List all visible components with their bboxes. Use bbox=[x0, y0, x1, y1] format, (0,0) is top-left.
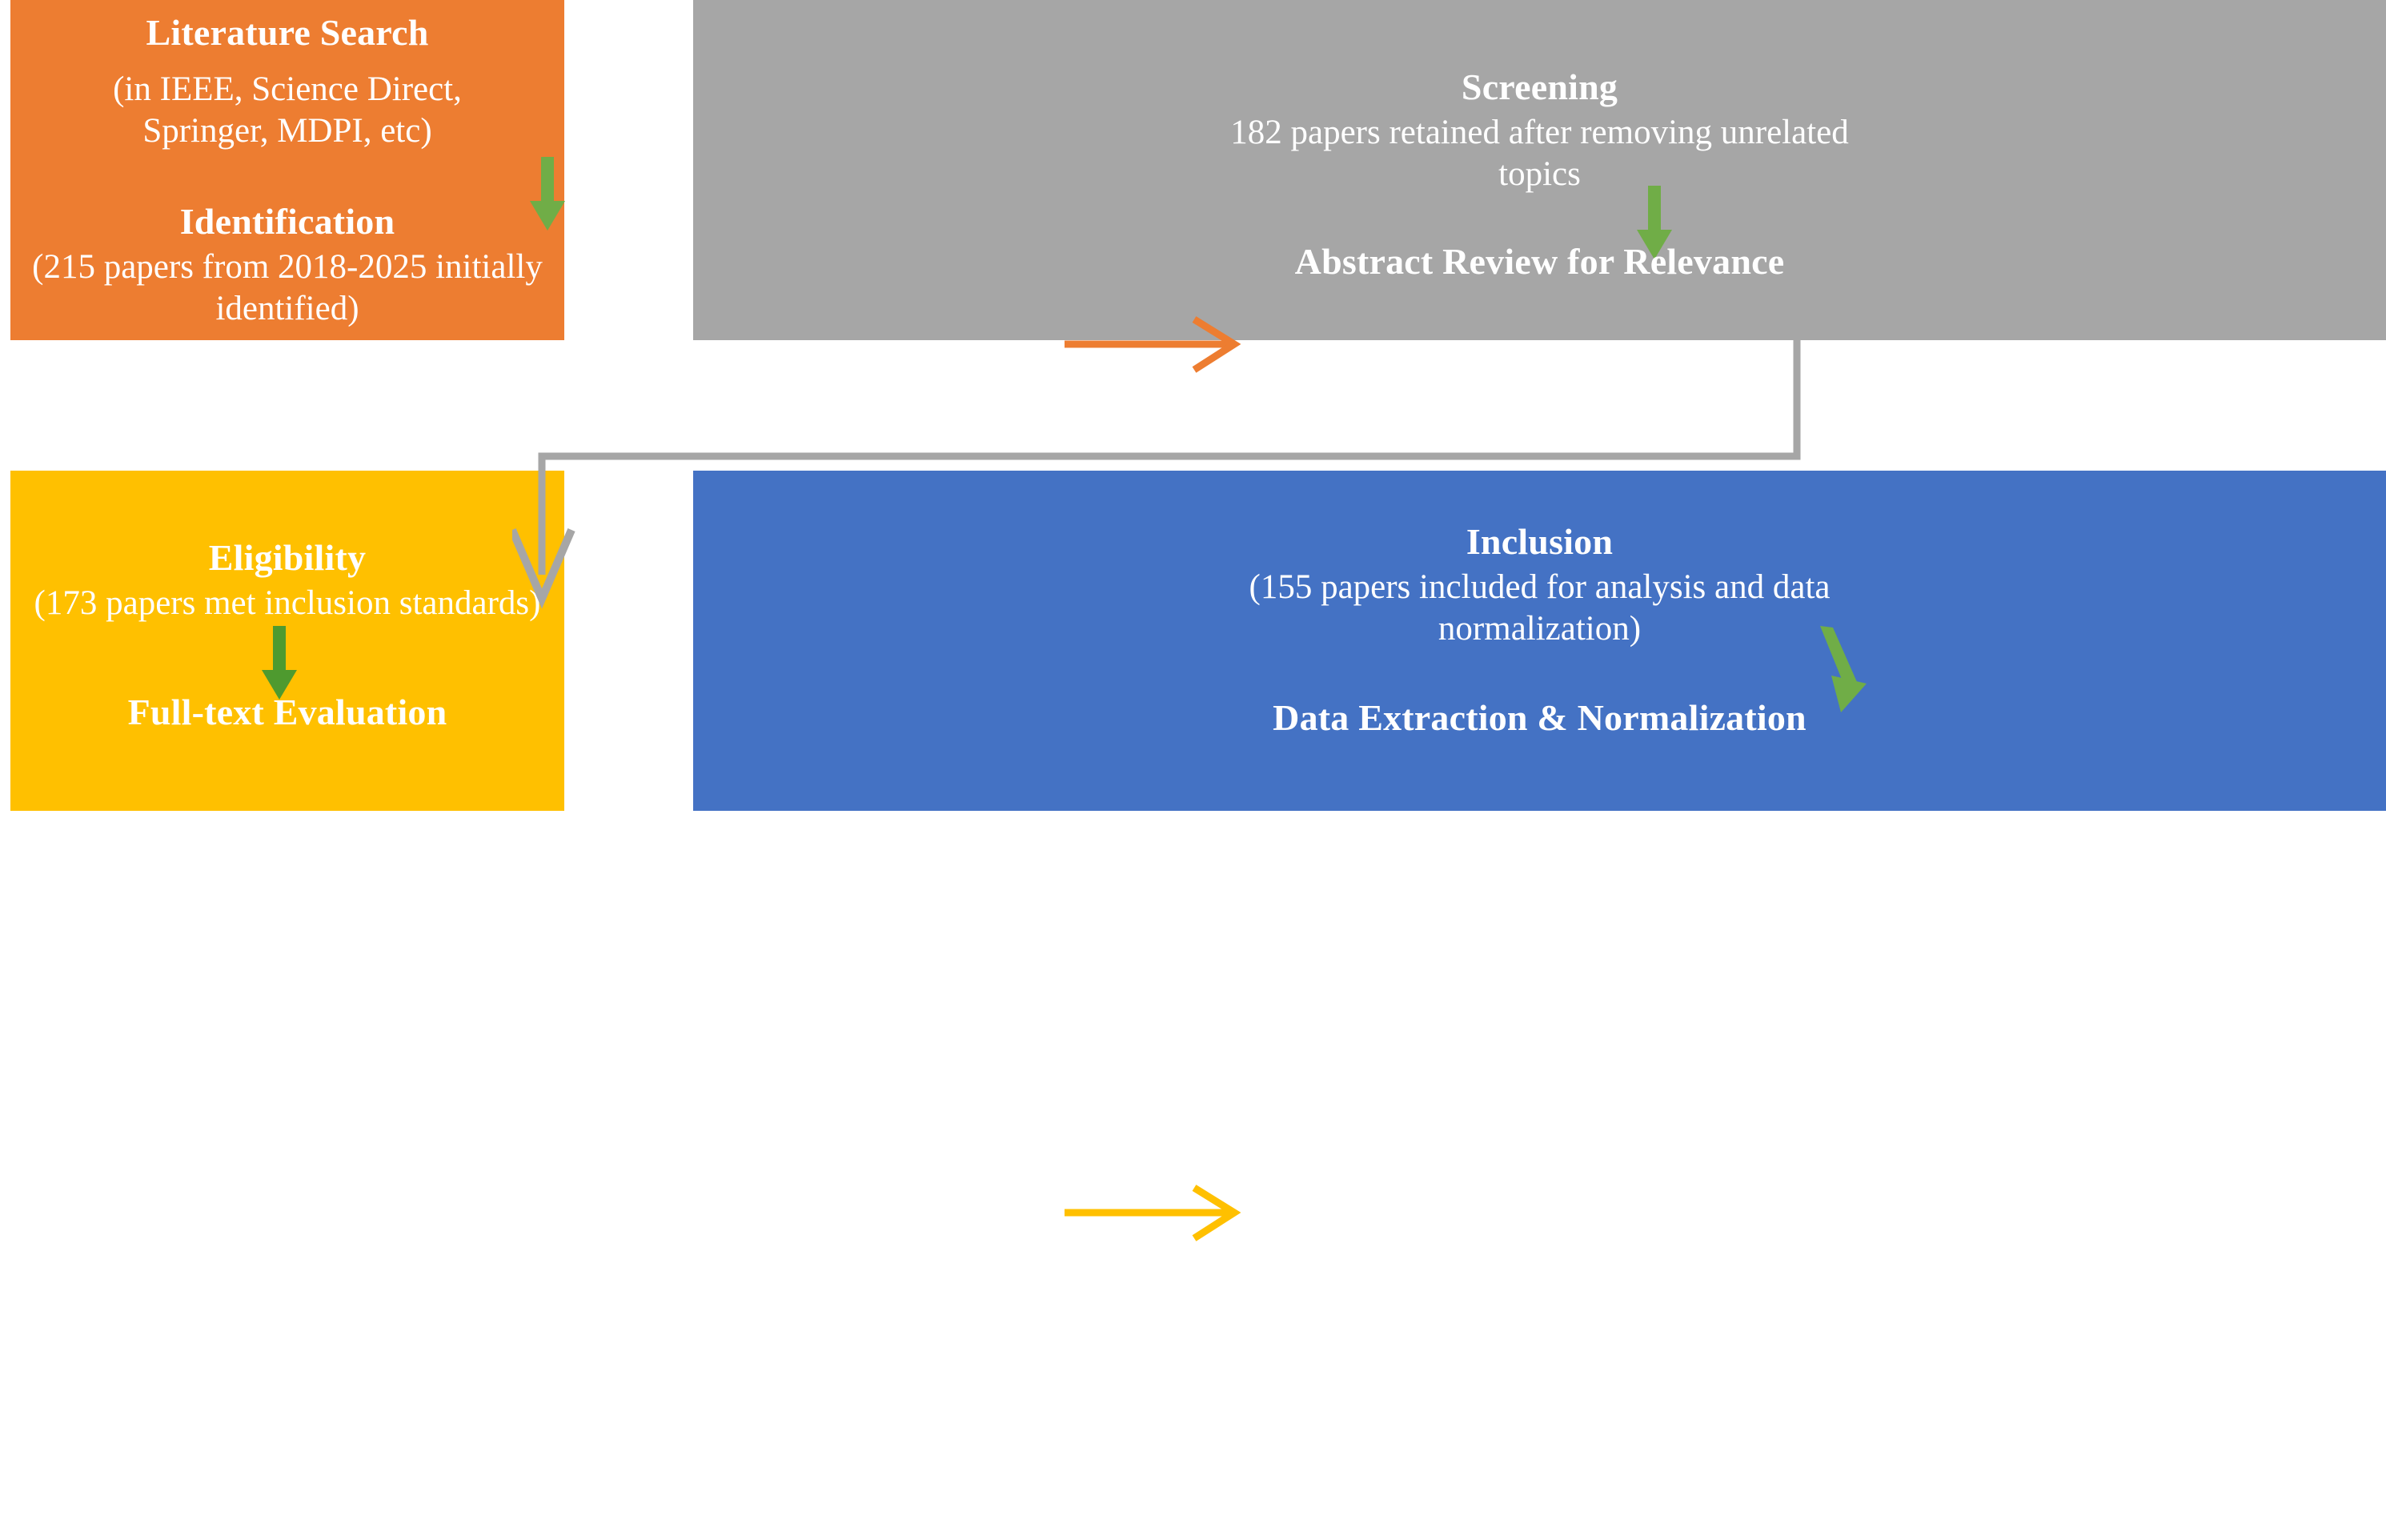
identification-heading: Identification bbox=[179, 201, 395, 242]
stage-box-identification[interactable]: Literature Search (in IEEE, Science Dire… bbox=[10, 0, 565, 340]
screening-detail: 182 papers retained after removing unrel… bbox=[1230, 114, 1849, 193]
abstract-review-heading: Abstract Review for Relevance bbox=[1294, 241, 1785, 282]
inclusion-heading: Inclusion bbox=[1466, 521, 1614, 562]
data-extraction-heading: Data Extraction & Normalization bbox=[1273, 697, 1807, 738]
full-text-evaluation-heading: Full-text Evaluation bbox=[127, 692, 447, 732]
identification-detail: (215 papers from 2018-2025 initially ide… bbox=[32, 248, 543, 327]
literature-search-heading: Literature Search bbox=[146, 12, 429, 53]
screening-heading: Screening bbox=[1461, 66, 1618, 107]
stage-box-eligibility[interactable]: Eligibility (173 papers met inclusion st… bbox=[10, 471, 564, 811]
stage-box-screening[interactable]: Screening 182 papers retained after remo… bbox=[693, 0, 2386, 340]
stage-box-inclusion[interactable]: Inclusion (155 papers included for analy… bbox=[693, 471, 2386, 811]
eligibility-detail: (173 papers met inclusion standards) bbox=[34, 584, 541, 622]
eligibility-heading: Eligibility bbox=[208, 537, 367, 578]
inclusion-detail: (155 papers included for analysis and da… bbox=[1249, 568, 1831, 648]
literature-search-detail: (in IEEE, Science Direct, Springer, MDPI… bbox=[113, 70, 462, 150]
connector-eligibility-to-inclusion bbox=[1065, 1185, 1241, 1241]
